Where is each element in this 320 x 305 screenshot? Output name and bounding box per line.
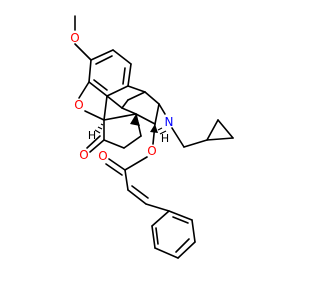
atom-label-o-carbonyl: O xyxy=(98,149,107,163)
background xyxy=(0,0,300,300)
hashed-bonds xyxy=(94,123,167,135)
molecule-structure-diagram: O O O O O N H H xyxy=(0,0,300,300)
atom-label-o-methoxy: O xyxy=(70,31,79,45)
atom-label-h-c5: H xyxy=(88,129,96,142)
stereo-bonds xyxy=(130,114,158,133)
atom-label-o-furan: O xyxy=(74,98,83,112)
atom-label-n-amine: N xyxy=(165,115,174,129)
structure-canvas: O O O O O N H H xyxy=(0,0,300,300)
wedge-bond-c14 xyxy=(150,124,158,133)
atom-label-o-ketone: O xyxy=(79,148,88,162)
atom-label-h-c14: H xyxy=(161,132,169,145)
atom-label-o-ester: O xyxy=(147,144,156,158)
wedge-bond-c13 xyxy=(130,114,140,126)
